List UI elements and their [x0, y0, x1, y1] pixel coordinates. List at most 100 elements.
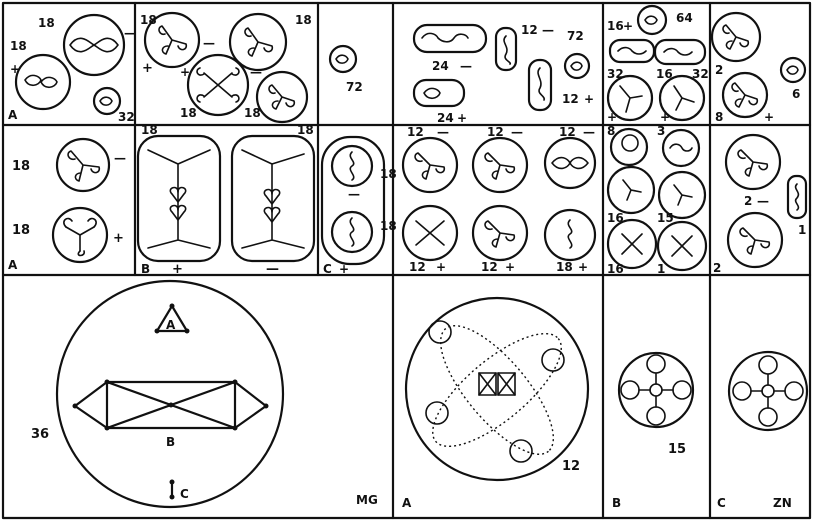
label-24a: 24: [432, 59, 449, 73]
label-1: 1: [657, 262, 665, 276]
signature-mg: MG: [356, 493, 378, 507]
label-minus: —: [348, 187, 360, 201]
panel-bottom-c: C ZN: [717, 352, 807, 510]
number-15: 15: [668, 442, 686, 457]
panel-bottom-left: A B C 36 MG: [31, 281, 378, 507]
label-plus: +: [10, 62, 20, 76]
label-3: 3: [657, 124, 665, 138]
label-plus-d: +: [436, 260, 446, 274]
label-2b: 2: [713, 261, 721, 275]
label-6: 6: [792, 87, 800, 101]
label-plus-d: +: [584, 92, 594, 106]
label-plus-b: +: [457, 111, 467, 125]
label-72: 72: [346, 80, 363, 94]
label-minus-a: —: [437, 125, 449, 139]
label-plus-e: +: [505, 260, 515, 274]
panel-mid-a: 18 — 18 + A: [8, 139, 126, 272]
label-8: 8: [715, 110, 723, 124]
label-minus-b: —: [511, 125, 523, 139]
label-minus-c: —: [583, 125, 595, 139]
label-64: 64: [676, 11, 693, 25]
label-18-left: 18: [141, 123, 158, 137]
label-12a: 12: [407, 125, 424, 139]
label-2: 2: [715, 63, 723, 77]
label-32: 32: [118, 110, 135, 124]
panel-mid-c: 18 18 + — C: [322, 137, 397, 276]
label-2: 2: [744, 194, 752, 208]
label-18-bottom-right: 18: [244, 106, 261, 120]
label-8: 8: [607, 124, 615, 138]
panel-mid-b: 18 18 + — B: [138, 123, 314, 277]
label-16: 16: [607, 19, 624, 33]
label-18: 18: [556, 260, 573, 274]
letter-c: C: [717, 496, 726, 510]
panel-letter-b: B: [141, 262, 150, 276]
letter-c: C: [180, 487, 189, 501]
label-12e: 12: [481, 260, 498, 274]
label-12d: 12: [409, 260, 426, 274]
label-15: 15: [657, 211, 674, 225]
panel-top-16: 16 + 64 32 16 32 + +: [607, 6, 709, 124]
panel-top-far: 2 8 6 +: [712, 13, 805, 124]
label-18-bottom: 18: [180, 106, 197, 120]
label-minus-a: —: [460, 59, 472, 73]
letter-b: B: [166, 435, 175, 449]
label-18b: 18: [10, 39, 27, 53]
label-plus: +: [172, 262, 183, 277]
panel-top-right-group: 24 — 24 + 12 — 72 12 +: [414, 23, 594, 125]
label-16b: 16: [656, 67, 673, 81]
label-16a: 16: [607, 211, 624, 225]
label-plus: +: [623, 19, 633, 33]
label-32b: 32: [692, 67, 709, 81]
signature-zn: ZN: [773, 496, 792, 510]
label-18-right: 18: [297, 123, 314, 137]
label-minus: —: [266, 262, 279, 277]
label-32a: 32: [607, 67, 624, 81]
panel-top-72: 72: [330, 46, 363, 94]
label-18a: 18: [380, 167, 397, 181]
label-plus-2: +: [180, 65, 190, 79]
panel-bottom-a: 12 A: [402, 298, 588, 510]
label-minus: —: [114, 151, 126, 165]
label-minus: —: [757, 194, 769, 208]
label-minus-2: —: [250, 65, 262, 79]
panel-bottom-b: 15 B: [612, 353, 693, 510]
panel-top-a: 18 18 + 32 — A: [8, 15, 136, 124]
label-18-top: 18: [12, 159, 30, 174]
label-minus: —: [124, 26, 136, 40]
letter-a: A: [166, 318, 176, 332]
label-24b: 24: [437, 111, 454, 125]
label-18a: 18: [38, 16, 55, 30]
label-minus-c: —: [542, 23, 554, 37]
label-plus-b: +: [660, 110, 670, 124]
label-12c: 12: [559, 125, 576, 139]
panel-letter-a: A: [8, 258, 18, 272]
panel-mid-12: 12 — 12 — 12 — 12 + 12 + 18 +: [403, 125, 595, 274]
label-12b: 12: [562, 92, 579, 106]
label-18: 18: [140, 13, 157, 27]
letter-b: B: [612, 496, 621, 510]
outer-frame: [3, 3, 810, 518]
panel-mid-far: 2 — 1 2: [713, 135, 806, 275]
panel-top-mid: 18 + — 18 + 18 18 —: [140, 13, 312, 122]
label-18-right: 18: [295, 13, 312, 27]
label-plus: +: [142, 61, 153, 76]
label-plus-a: +: [607, 110, 617, 124]
label-72: 72: [567, 29, 584, 43]
label-plus: +: [113, 231, 124, 246]
label-18b: 18: [380, 219, 397, 233]
label-12b: 12: [487, 125, 504, 139]
panel-letter-a: A: [8, 108, 18, 122]
label-minus: —: [203, 36, 215, 50]
panel-letter-c: C: [323, 262, 332, 276]
letter-a: A: [402, 496, 412, 510]
label-1: 1: [798, 223, 806, 237]
label-plus: +: [764, 110, 774, 124]
label-12a: 12: [521, 23, 538, 37]
label-16b: 16: [607, 262, 624, 276]
panel-mid-8: 8 3 16 15 16 1: [607, 124, 706, 276]
label-plus: +: [339, 262, 349, 276]
label-plus-f: +: [578, 260, 588, 274]
number-36: 36: [31, 427, 49, 442]
